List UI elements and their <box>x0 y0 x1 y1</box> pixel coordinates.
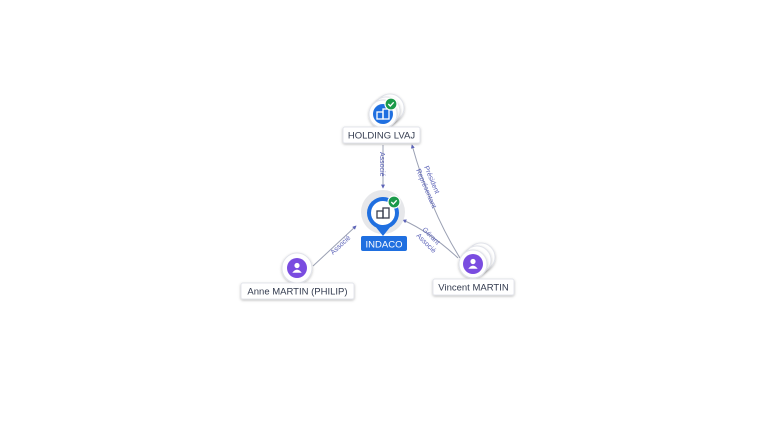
edge-holding-indaco[interactable]: Associé <box>378 145 385 189</box>
indaco-pin-tip <box>375 226 391 236</box>
indaco-label: INDACO <box>366 240 403 251</box>
building-icon <box>376 108 390 120</box>
building-icon <box>376 207 390 219</box>
anne-label: Anne MARTIN (PHILIP) <box>247 287 347 298</box>
edge-label-holding-indaco: Associé <box>378 152 385 177</box>
vincent-label: Vincent MARTIN <box>438 283 509 294</box>
person-icon <box>468 258 478 269</box>
person-icon <box>292 262 302 273</box>
node-anne-martin[interactable]: Anne MARTIN (PHILIP) <box>240 252 355 300</box>
holding-label: HOLDING LVAJ <box>348 131 415 142</box>
verified-check-icon <box>387 195 401 209</box>
node-vincent-martin[interactable]: Vincent MARTIN <box>432 242 515 296</box>
node-indaco[interactable]: INDACO <box>361 190 407 251</box>
edge-anne-indaco[interactable]: Associé <box>312 225 357 267</box>
edge-vincent-indaco[interactable]: Gérant Associé <box>402 219 459 259</box>
indaco-label-box <box>361 236 407 251</box>
edge-label-anne-indaco: Associé <box>330 235 353 257</box>
node-holding-lvaj[interactable]: HOLDING LVAJ <box>342 93 421 144</box>
verified-check-icon <box>384 97 398 111</box>
